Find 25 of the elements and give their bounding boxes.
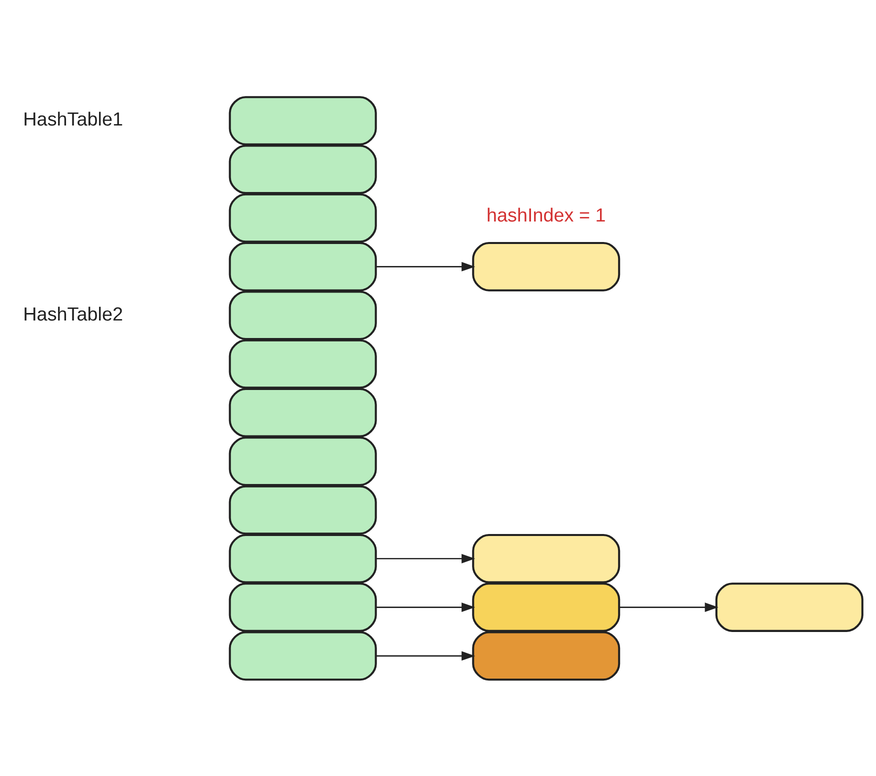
node-box — [715, 582, 864, 632]
node-box — [228, 485, 377, 535]
node-box — [228, 242, 377, 292]
node-box — [472, 582, 620, 632]
label: HashTable2 — [23, 304, 124, 326]
node-box — [228, 96, 377, 146]
node-box — [228, 582, 377, 632]
node-box — [228, 388, 377, 438]
node-box — [228, 436, 377, 486]
node-box — [228, 193, 377, 243]
node-box — [472, 534, 620, 584]
arrow — [620, 602, 718, 612]
label: HashTable1 — [23, 110, 124, 131]
arrow — [376, 554, 476, 564]
node-box — [228, 144, 377, 194]
node-box — [472, 631, 620, 681]
node-box — [228, 290, 377, 340]
arrow — [376, 602, 476, 612]
arrow — [376, 651, 476, 661]
node-box — [228, 339, 377, 389]
node-box — [228, 534, 377, 584]
arrow — [376, 262, 476, 272]
node-box — [472, 242, 620, 292]
label: hashIndex = 1 — [486, 206, 606, 227]
node-box — [228, 631, 377, 681]
